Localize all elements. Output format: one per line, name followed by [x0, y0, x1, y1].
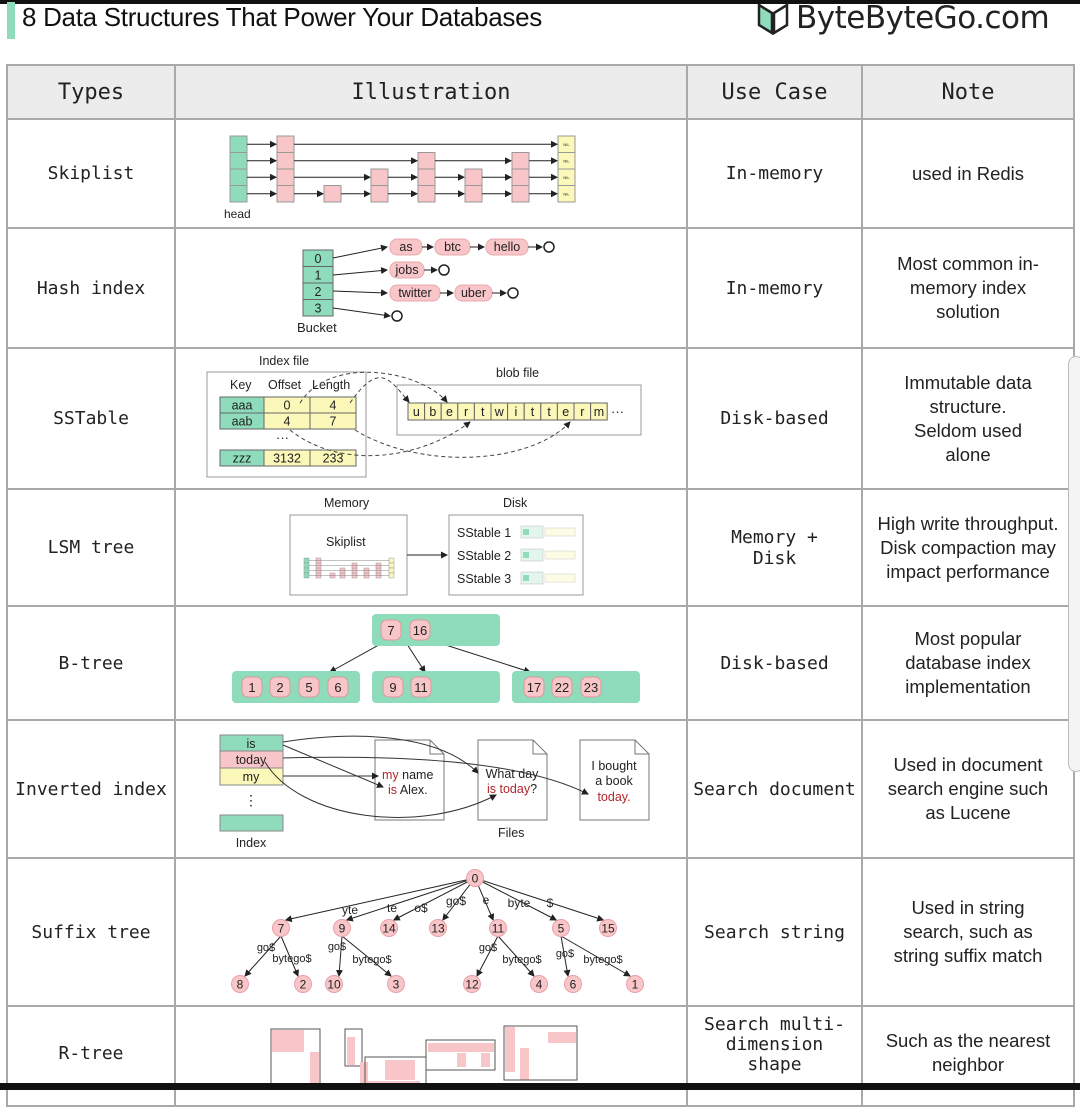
table-row: LSM tree Memory + Disk High write throughp… — [6, 488, 1075, 607]
illustration-cell — [174, 857, 688, 1007]
note-text: Most common in-memory index solution — [897, 253, 1039, 322]
row-note: Immutable data structure. Seldom used al… — [861, 347, 1075, 490]
table-header-row: Types Illustration Use Case Note — [6, 64, 1075, 120]
note-text: Immutable data structure. Seldom used al… — [904, 371, 1032, 465]
note-text: Used in document search engine such as L… — [887, 754, 1049, 823]
row-note: Such as the nearest neighbor — [861, 1005, 1075, 1107]
data-structures-table: Types Illustration Use Case Note Skiplis… — [6, 64, 1075, 1107]
row-use-case: Search multi-dimension shape — [686, 1005, 863, 1107]
top-bar — [0, 0, 1080, 4]
bytebytego-logo-icon — [757, 2, 789, 35]
row-note: Used in string search, such as string su… — [861, 857, 1075, 1007]
illustration-cell — [174, 488, 688, 607]
scrollbar-handle[interactable] — [1068, 356, 1080, 772]
table-row: SSTable Disk-based Immutable data structur… — [6, 347, 1075, 490]
row-type: Suffix tree — [6, 857, 176, 1007]
page-title: 8 Data Structures That Power Your Databa… — [22, 2, 542, 32]
table-row: Inverted index Search document Used in doc… — [6, 719, 1075, 859]
row-type: Skiplist — [6, 118, 176, 229]
illustration-cell — [174, 719, 688, 859]
use-text: Memory + Disk — [731, 526, 818, 569]
table-row: Hash index In-memory Most common in-memory… — [6, 227, 1075, 349]
table-row: R-tree Search multi-dimension shape Such a… — [6, 1005, 1075, 1107]
row-use-case: Disk-based — [686, 605, 863, 721]
illustration-cell — [174, 118, 688, 229]
note-text: High write throughput. Disk compaction m… — [877, 512, 1059, 582]
row-type: Hash index — [6, 227, 176, 349]
row-use-case: Search string — [686, 857, 863, 1007]
row-use-case: In-memory — [686, 227, 863, 349]
row-note: High write throughput. Disk compaction m… — [861, 488, 1075, 607]
note-text: Used in string search, such as string su… — [893, 897, 1043, 966]
row-use-case: In-memory — [686, 118, 863, 229]
row-type: Inverted index — [6, 719, 176, 859]
row-type: R-tree — [6, 1005, 176, 1107]
bottom-bar — [0, 1083, 1080, 1090]
row-note: Most popular database index implementati… — [861, 605, 1075, 721]
row-type: LSM tree — [6, 488, 176, 607]
row-note: Most common in-memory index solution — [861, 227, 1075, 349]
illustration-cell — [174, 605, 688, 721]
row-note: Used in document search engine such as L… — [861, 719, 1075, 859]
note-text: Such as the nearest neighbor — [885, 1030, 1051, 1075]
table-row: Suffix tree Search string Used in string s… — [6, 857, 1075, 1007]
illustration-cell — [174, 227, 688, 349]
row-note: used in Redis — [861, 118, 1075, 229]
use-text: Search multi-dimension shape — [704, 1014, 845, 1075]
header-types: Types — [6, 64, 176, 120]
brand-logo: ByteByteGo.com — [756, 0, 1050, 36]
brand-name: ByteByteGo.com — [796, 0, 1050, 36]
title-accent-bar — [7, 2, 15, 39]
header-use-case: Use Case — [686, 64, 863, 120]
row-type: B-tree — [6, 605, 176, 721]
illustration-cell — [174, 1005, 688, 1107]
header-note: Note — [861, 64, 1075, 120]
row-type: SSTable — [6, 347, 176, 490]
illustration-cell — [174, 347, 688, 490]
row-use-case: Memory + Disk — [686, 488, 863, 607]
table-row: B-tree Disk-based Most popular database in… — [6, 605, 1075, 721]
row-use-case: Search document — [686, 719, 863, 859]
row-use-case: Disk-based — [686, 347, 863, 490]
note-text: Most popular database index implementati… — [905, 628, 1031, 697]
header-illustration: Illustration — [174, 64, 688, 120]
